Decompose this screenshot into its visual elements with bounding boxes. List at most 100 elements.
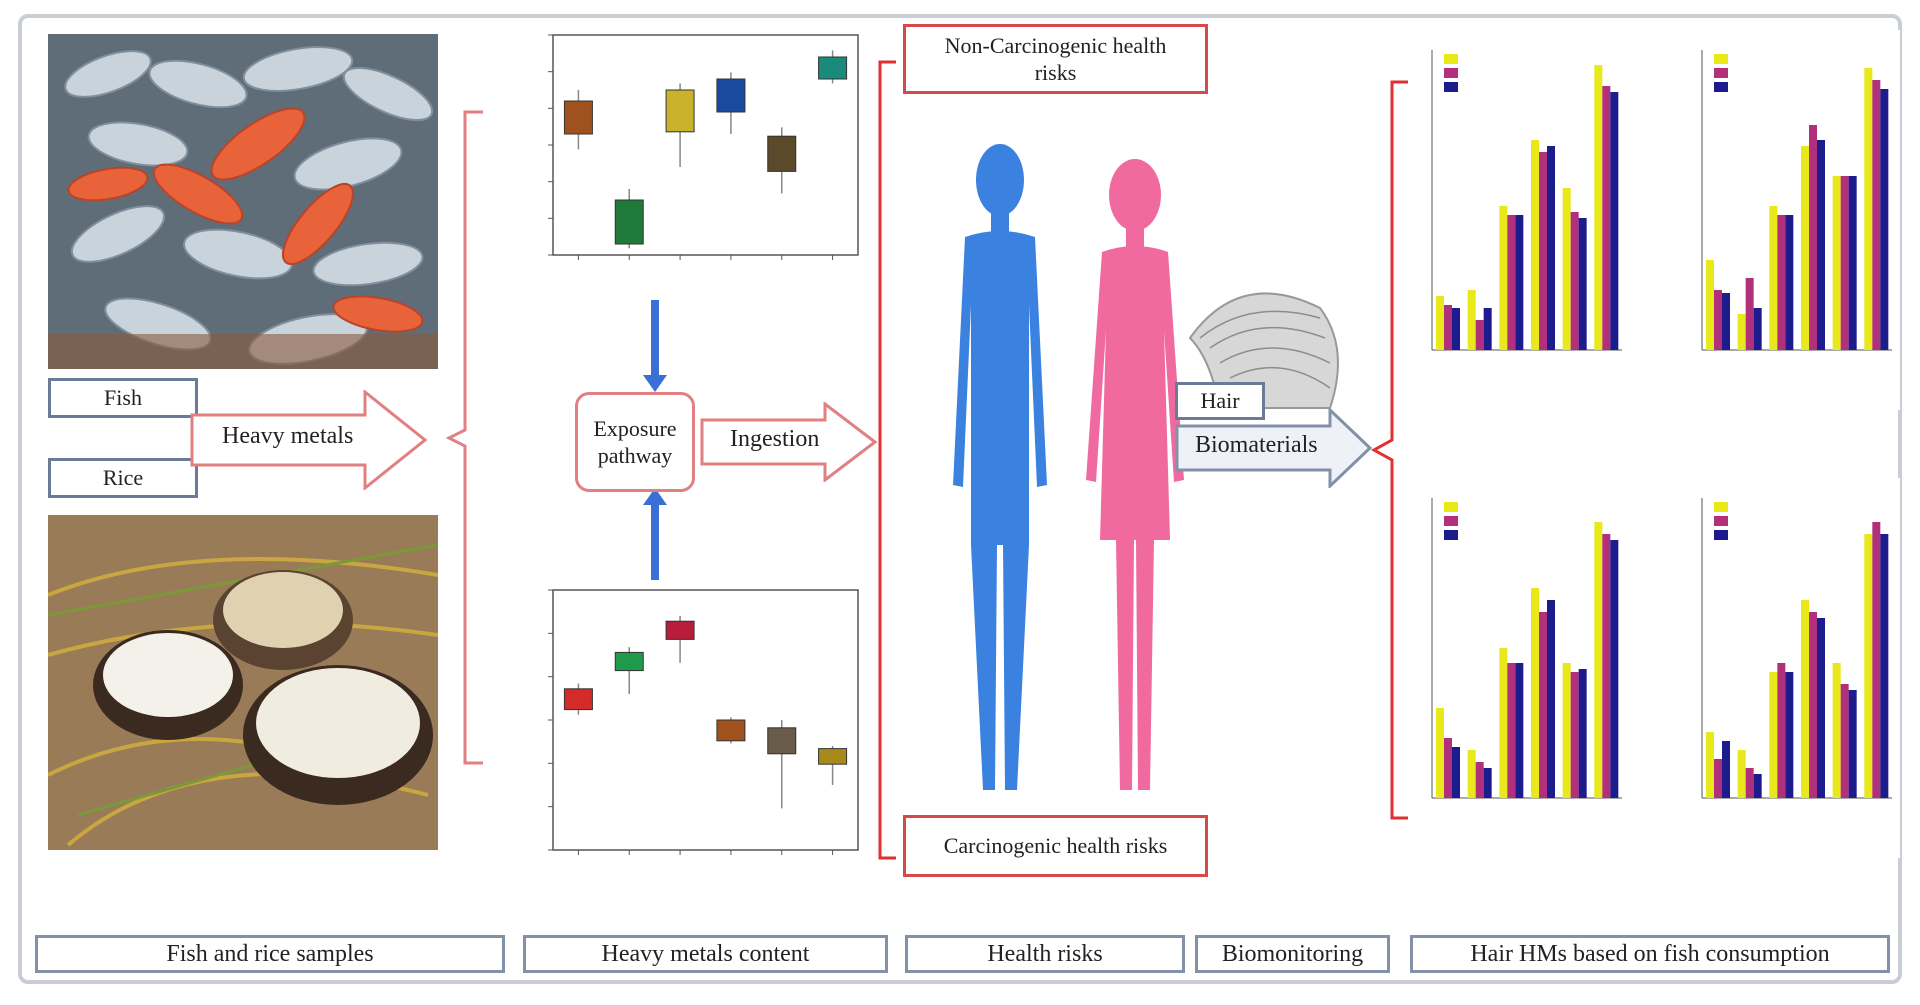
bar: [1444, 305, 1452, 350]
bar: [1547, 146, 1555, 350]
box-mark: [563, 688, 593, 711]
legend-swatch: [1444, 530, 1458, 540]
legend-swatch: [1714, 68, 1728, 78]
bar: [1515, 215, 1524, 350]
bar: [1602, 86, 1611, 350]
bar: [1706, 732, 1714, 798]
ingestion-label: Ingestion: [730, 426, 820, 452]
bar: [1539, 612, 1547, 798]
female-silhouette-icon: [1086, 159, 1184, 790]
bottom-biomonitoring: Biomonitoring: [1195, 935, 1390, 973]
bar: [1531, 140, 1539, 350]
bar: [1436, 296, 1444, 350]
bar: [1722, 293, 1730, 350]
bar: [1436, 708, 1444, 798]
bar: [1475, 320, 1484, 350]
legend-swatch: [1714, 516, 1728, 526]
bar: [1745, 768, 1754, 798]
bar: [1753, 774, 1762, 798]
bar: [1753, 308, 1762, 350]
bar: [1777, 663, 1786, 798]
bar: [1467, 290, 1476, 350]
plot-area: [552, 34, 859, 256]
bar: [1840, 684, 1849, 798]
box-mark: [614, 651, 644, 672]
bottom-samples: Fish and rice samples: [35, 935, 505, 973]
rice-boxplot-chart: [498, 575, 878, 905]
bar: [1809, 612, 1817, 798]
fish-photo: [48, 34, 438, 369]
bottom-content: Heavy metals content: [523, 935, 888, 973]
bar: [1507, 663, 1516, 798]
bar: [1737, 750, 1746, 798]
legend-swatch: [1444, 502, 1458, 512]
bar: [1801, 600, 1809, 798]
bar: [1872, 522, 1881, 798]
health-brace: [878, 60, 896, 860]
bar: [1483, 768, 1492, 798]
blue-arrows: [643, 300, 667, 580]
non-carcinogenic-line1: Non-Carcinogenic health: [944, 32, 1167, 58]
fish-label: Fish: [48, 378, 198, 418]
heavy-metals-arrow: [190, 390, 428, 490]
legend-swatch: [1714, 530, 1728, 540]
bar: [1539, 152, 1547, 350]
bar: [1809, 125, 1817, 350]
bar: [1737, 314, 1746, 350]
bar: [1475, 762, 1484, 798]
bottom-hair-hms: Hair HMs based on fish consumption: [1410, 935, 1890, 973]
bar: [1610, 92, 1619, 350]
bar: [1817, 618, 1825, 798]
box-mark: [665, 89, 695, 133]
rice-label: Rice: [48, 458, 198, 498]
legend-swatch: [1444, 54, 1458, 64]
bar: [1467, 750, 1476, 798]
box-mark: [665, 620, 695, 640]
bar: [1769, 206, 1778, 350]
right-brace: [1370, 80, 1408, 820]
bar: [1444, 738, 1452, 798]
bar: [1872, 80, 1881, 350]
bar: [1864, 68, 1873, 350]
fish-boxplot-chart: [498, 20, 878, 310]
bar: [1483, 308, 1492, 350]
legend-swatch: [1444, 516, 1458, 526]
bar: [1610, 540, 1619, 798]
box-mark: [767, 727, 797, 755]
exposure-pathway-line2: pathway: [597, 443, 673, 468]
hair-label: Hair: [1175, 382, 1265, 420]
bar: [1562, 188, 1571, 350]
bar: [1570, 212, 1579, 350]
bar: [1452, 308, 1460, 350]
bar: [1578, 218, 1587, 350]
legend-swatch: [1714, 82, 1728, 92]
bar: [1785, 672, 1794, 798]
bar: [1777, 215, 1786, 350]
ingestion-arrow: [700, 402, 878, 482]
hair-bar-chart-4: [1680, 478, 1900, 858]
box-mark: [767, 135, 797, 172]
bar: [1531, 588, 1539, 798]
rice-photo: [48, 515, 438, 850]
bar: [1745, 278, 1754, 350]
bar: [1562, 663, 1571, 798]
legend-swatch: [1444, 68, 1458, 78]
hair-icon: [1188, 292, 1339, 409]
legend-swatch: [1714, 54, 1728, 64]
bar: [1499, 648, 1508, 798]
bar: [1515, 663, 1524, 798]
bar: [1570, 672, 1579, 798]
bar: [1864, 534, 1873, 798]
bar: [1499, 206, 1508, 350]
box-mark: [818, 56, 848, 80]
biomaterials-arrow: [1175, 408, 1373, 488]
bar: [1714, 290, 1722, 350]
box-mark: [818, 748, 848, 765]
bar: [1594, 65, 1603, 350]
non-carcinogenic-line2: risks: [1034, 60, 1077, 85]
hair-bar-chart-3: [1410, 478, 1630, 858]
bar: [1769, 672, 1778, 798]
bar: [1452, 747, 1460, 798]
bar: [1547, 600, 1555, 798]
legend-swatch: [1714, 502, 1728, 512]
